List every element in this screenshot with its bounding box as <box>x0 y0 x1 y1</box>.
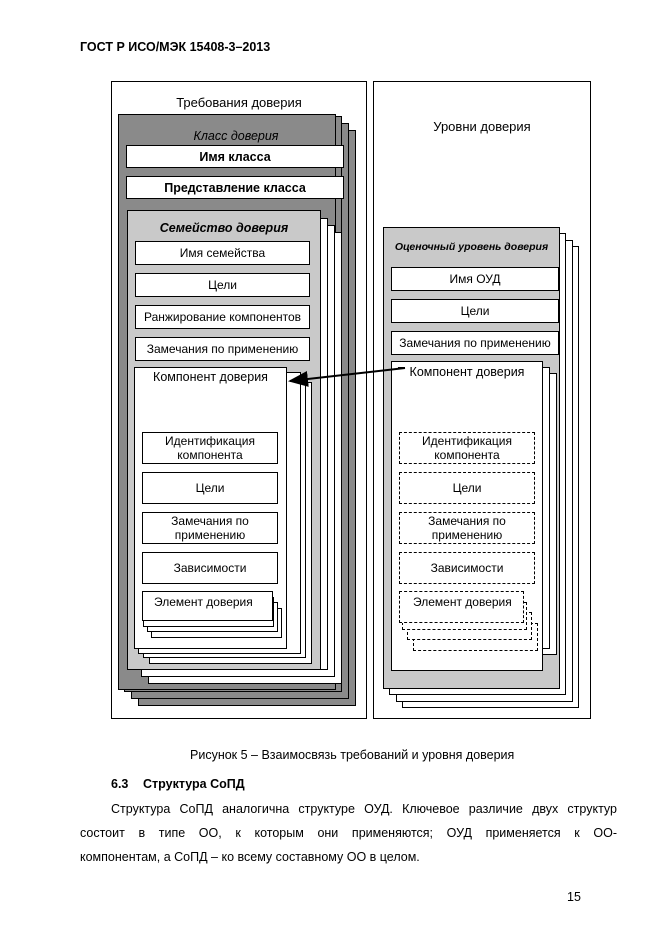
eal-notes-box: Замечания по применению <box>391 331 559 355</box>
element-box <box>142 591 273 621</box>
paragraph-line-1: Структура СоПД аналогична структуре ОУД.… <box>111 802 617 816</box>
page-number: 15 <box>567 890 581 904</box>
family-title: Семейство доверия <box>159 221 289 235</box>
component-notes-box: Замечания по применению <box>142 512 278 544</box>
section-number: 6.3 <box>111 777 129 791</box>
component-goals-box: Цели <box>142 472 278 504</box>
eal-name-box: Имя ОУД <box>391 267 559 291</box>
section-title: Структура СоПД <box>143 777 245 791</box>
eal-goals-box: Цели <box>391 299 559 323</box>
eal-element-title: Элемент доверия <box>413 595 512 609</box>
element-title: Элемент доверия <box>154 595 253 609</box>
component-id-box: Идентификация компонента <box>142 432 278 464</box>
family-name-box: Имя семейства <box>135 241 310 265</box>
component-title: Компонент доверия <box>153 370 268 384</box>
paragraph-line-3: компонентам, а СоПД – ко всему составном… <box>80 850 420 864</box>
class-name-box: Имя класса <box>126 145 344 168</box>
eal-component-deps-box: Зависимости <box>399 552 535 584</box>
family-goals-box: Цели <box>135 273 310 297</box>
requirements-title: Требования доверия <box>176 95 302 110</box>
component-deps-box: Зависимости <box>142 552 278 584</box>
figure-caption: Рисунок 5 – Взаимосвязь требований и уро… <box>190 748 515 762</box>
document-header: ГОСТ Р ИСО/МЭК 15408-3–2013 <box>80 40 271 54</box>
eal-title: Оценочный уровень доверия <box>394 241 549 253</box>
paragraph-line-2: состоит в типе ОО, к которым они применя… <box>80 826 617 840</box>
eal-component-goals-box: Цели <box>399 472 535 504</box>
levels-title: Уровни доверия <box>433 119 531 134</box>
eal-element-box <box>399 591 524 623</box>
class-repr-box: Представление класса <box>126 176 344 199</box>
eal-component-title: Компонент доверия <box>409 365 525 379</box>
family-ranking-box: Ранжирование компонентов <box>135 305 310 329</box>
eal-component-id-box: Идентификация компонента <box>399 432 535 464</box>
class-title: Класс доверия <box>193 129 279 143</box>
eal-component-notes-box: Замечания по применению <box>399 512 535 544</box>
family-notes-box: Замечания по применению <box>135 337 310 361</box>
